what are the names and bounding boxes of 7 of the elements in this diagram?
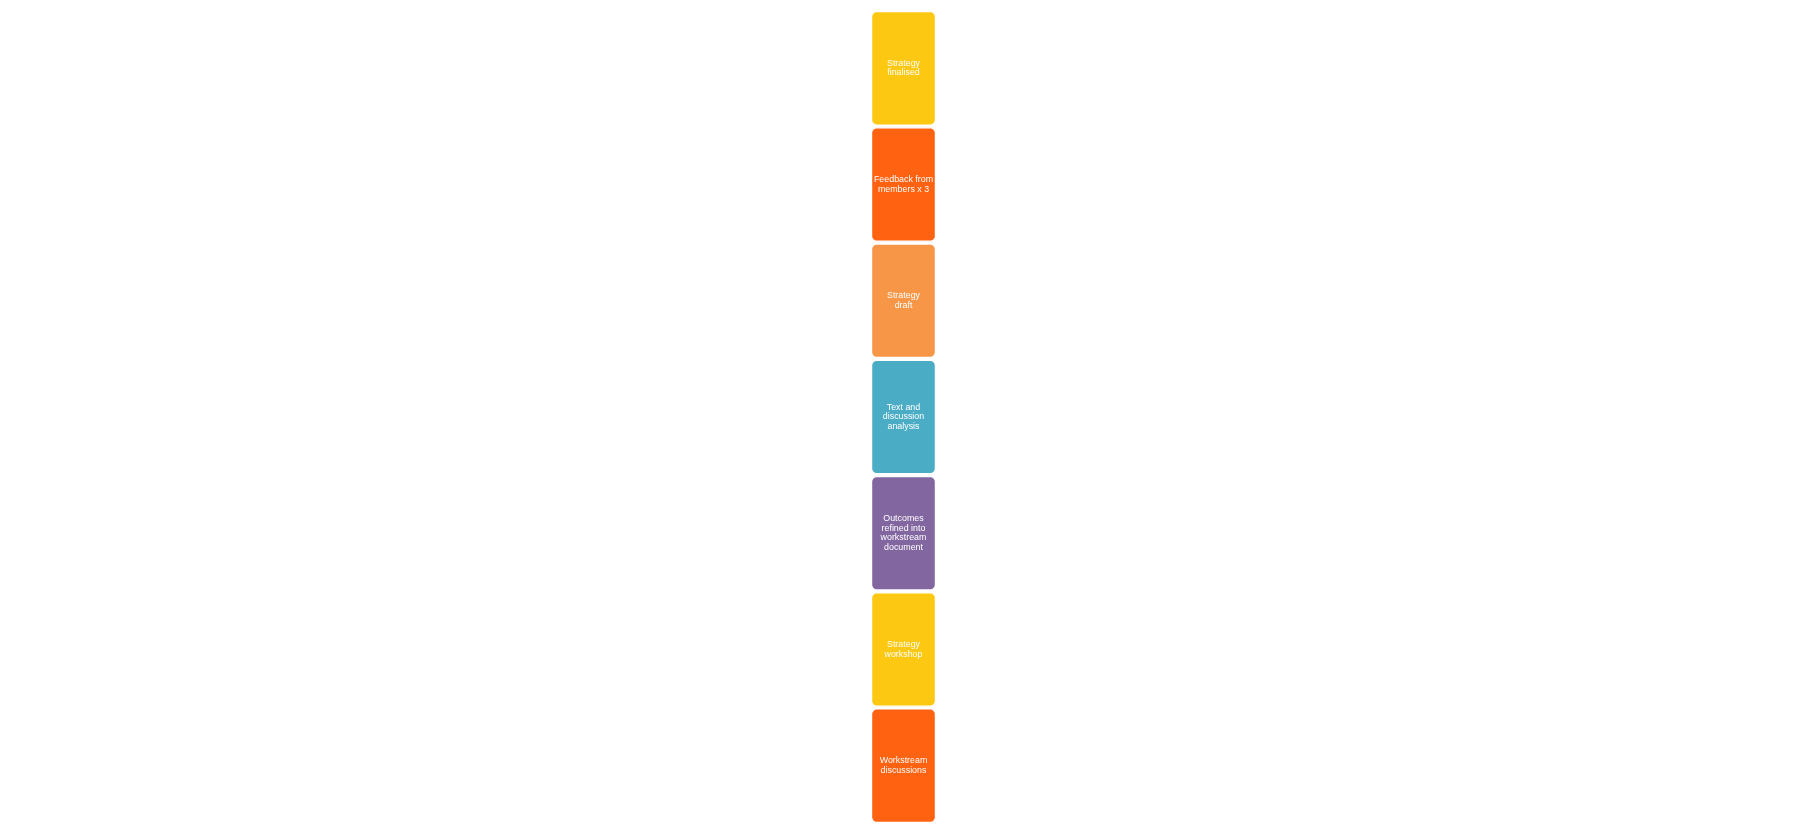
node-box: Strategy finalised	[870, 10, 936, 126]
node-box: Feedback from members x 3	[870, 127, 936, 242]
node-box: Workstream discussions	[870, 708, 936, 824]
node-box: Strategy draft	[870, 243, 936, 359]
node-box: Strategy workshop	[870, 592, 936, 707]
node-box: Outcomes refined into workstream document	[870, 475, 936, 591]
node-box: Text and discussion analysis	[870, 359, 936, 475]
